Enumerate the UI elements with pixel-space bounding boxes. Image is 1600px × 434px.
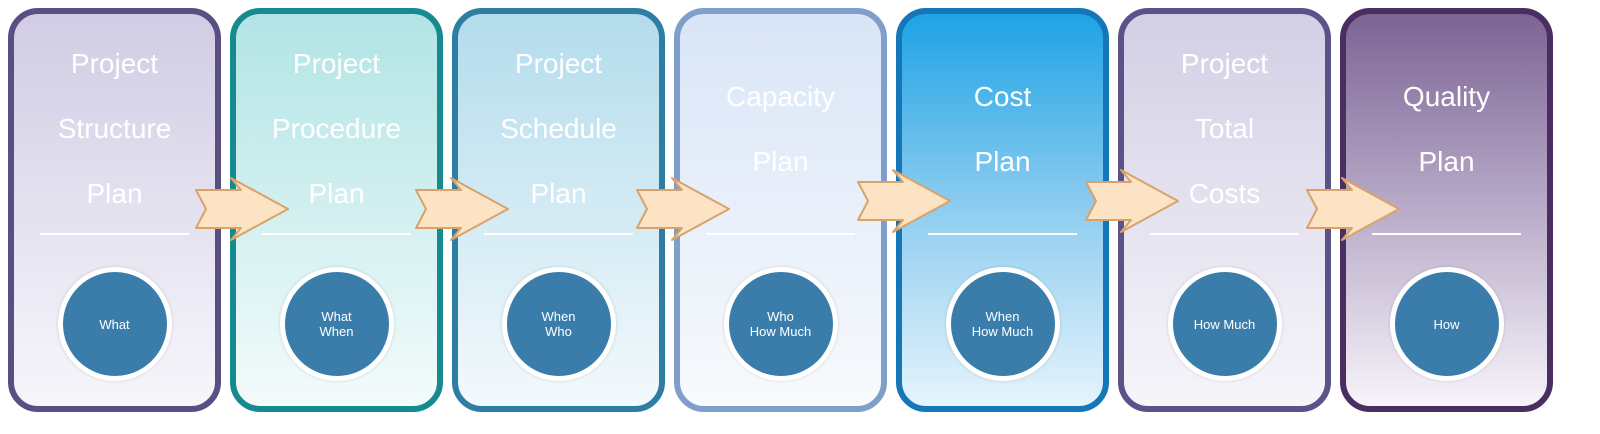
stage-title-line: Project (514, 48, 603, 79)
stage-title-line: Plan (530, 178, 587, 209)
stage-title-line: Structure (57, 113, 172, 144)
question-label: What (321, 309, 352, 324)
stage-title-line: Schedule (500, 113, 617, 144)
stage-title-line: Plan (974, 146, 1031, 177)
question-circle: When How Much (945, 267, 1060, 381)
divider-line (706, 233, 855, 235)
flow-arrow-icon (195, 177, 289, 241)
flow-arrow-icon (1306, 177, 1400, 241)
stage-title-line: Cost (973, 81, 1032, 112)
flow-arrow-icon (857, 169, 951, 233)
stage-title-line: Quality (1402, 81, 1491, 112)
question-label: Who (767, 309, 794, 324)
divider-line (40, 233, 189, 235)
divider-line (484, 233, 633, 235)
stage-title-line: Total (1194, 113, 1255, 144)
question-circle: How Much (1167, 267, 1282, 381)
divider-line (1150, 233, 1299, 235)
stage-title-line: Plan (1418, 146, 1475, 177)
question-circle: What When (279, 267, 394, 381)
stage-title: Quality Plan (1346, 64, 1547, 194)
stage-title: Capacity Plan (680, 64, 881, 194)
stage-title-line: Project (1180, 48, 1269, 79)
question-circle: How (1389, 267, 1504, 381)
question-label: How Much (971, 324, 1034, 339)
question-label: How Much (749, 324, 812, 339)
stage-card-schedule-plan: Project Schedule Plan When Who (452, 8, 665, 412)
flow-arrow-icon (415, 177, 509, 241)
question-label: When (541, 309, 576, 324)
question-label: When (985, 309, 1020, 324)
question-label: What (99, 316, 130, 332)
flow-arrow-icon (1085, 169, 1179, 233)
divider-line (1372, 233, 1521, 235)
question-circle: Who How Much (723, 267, 838, 381)
stage-title-line: Plan (752, 146, 809, 177)
stage-card-capacity-plan: Capacity Plan Who How Much (674, 8, 887, 412)
stage-title-line: Procedure (271, 113, 402, 144)
divider-line (928, 233, 1077, 235)
stage-title-line: Capacity (726, 81, 835, 112)
stage-title-line: Project (70, 48, 159, 79)
stage-title-line: Project (292, 48, 381, 79)
question-label: When (319, 324, 354, 339)
stage-title-line: Plan (308, 178, 365, 209)
stage-title-line: Costs (1188, 178, 1261, 209)
question-circle: When Who (501, 267, 616, 381)
stage-title: Project Total Costs (1124, 31, 1325, 226)
question-label: How Much (1193, 316, 1256, 332)
flow-arrow-icon (636, 177, 730, 241)
stage-title: Cost Plan (902, 64, 1103, 194)
stage-card-structure-plan: Project Structure Plan What (8, 8, 221, 412)
question-label: Who (545, 324, 572, 339)
question-circle: What (57, 267, 172, 381)
question-label: How (1433, 316, 1460, 332)
stage-title-line: Plan (86, 178, 143, 209)
stage-title: Project Schedule Plan (458, 31, 659, 226)
stage-title: Project Structure Plan (14, 31, 215, 226)
stage-title: Project Procedure Plan (236, 31, 437, 226)
divider-line (262, 233, 411, 235)
